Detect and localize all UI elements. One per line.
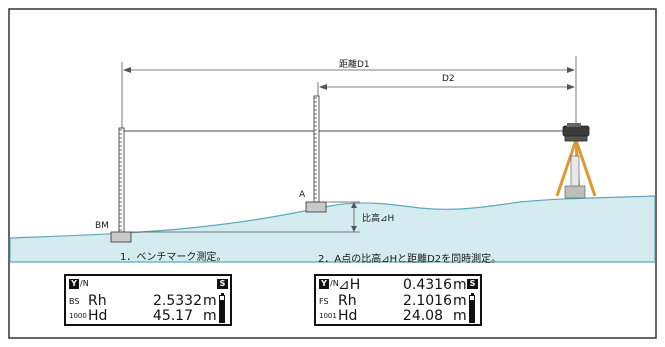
- label-point-bm: BM: [95, 221, 109, 231]
- yn-badge: Y: [69, 279, 79, 289]
- row2-value: 45.17: [152, 308, 193, 324]
- row1-tag: BS: [69, 297, 80, 306]
- height-arrow-down: [351, 226, 357, 232]
- row1-value: 2.1016: [403, 293, 452, 309]
- row2-tag: 1000: [69, 312, 87, 320]
- mode-badge: S: [467, 279, 478, 289]
- level-instrument: [555, 123, 597, 199]
- staff-a: [305, 95, 327, 213]
- row0-name: ⊿H: [338, 277, 361, 293]
- d1-arrow-right: [567, 67, 575, 73]
- row2-unit: m: [453, 308, 467, 324]
- battery-fill: [220, 299, 224, 322]
- yn-badge: Y: [319, 279, 329, 289]
- row1-tag: FS: [319, 297, 329, 306]
- battery-icon: [219, 295, 225, 323]
- battery-cap: [471, 293, 474, 295]
- label-distance-d2: D2: [442, 74, 455, 84]
- battery-fill: [470, 299, 474, 322]
- yn-tag: /N: [80, 279, 89, 288]
- display-benchmark: Y /N S BS Rh 2.5332 m 1000 Hd 45.17 m: [64, 274, 232, 326]
- caption-step1: 1．ベンチマーク測定。: [120, 252, 227, 263]
- ground: [9, 195, 656, 263]
- label-point-a: A: [299, 190, 306, 200]
- row1-name: Rh: [338, 293, 357, 309]
- row2-tag: 1001: [319, 312, 337, 320]
- battery-cap: [221, 293, 224, 295]
- height-arrow-up: [351, 202, 357, 208]
- caption-step2: 2．A点の比高⊿Hと距離D2を同時測定。: [318, 254, 502, 265]
- mode-badge: S: [217, 279, 228, 289]
- label-distance-d1: 距離D1: [339, 60, 370, 70]
- row2-name: Hd: [338, 308, 358, 324]
- d1-arrow-left: [123, 67, 131, 73]
- row0-value: 0.4316: [403, 277, 452, 293]
- yn-tag: /N: [330, 279, 339, 288]
- label-height-diff: 比高⊿H: [362, 214, 395, 224]
- row2-name: Hd: [88, 308, 108, 324]
- row2-unit: m: [203, 308, 217, 324]
- row2-value: 24.08: [402, 308, 443, 324]
- row1-name: Rh: [88, 293, 107, 309]
- d2-arrow-left: [319, 84, 327, 90]
- display-point-a: Y /N ⊿H 0.4316 m S FS Rh 2.1016 m 1001 H…: [314, 274, 482, 326]
- row1-unit: m: [453, 293, 467, 309]
- row1-unit: m: [203, 293, 217, 309]
- staff-bm: [110, 127, 132, 243]
- frame: [8, 8, 657, 339]
- battery-icon: [469, 295, 475, 323]
- d2-arrow-right: [567, 84, 575, 90]
- row1-value: 2.5332: [153, 293, 202, 309]
- row0-unit: m: [453, 277, 467, 293]
